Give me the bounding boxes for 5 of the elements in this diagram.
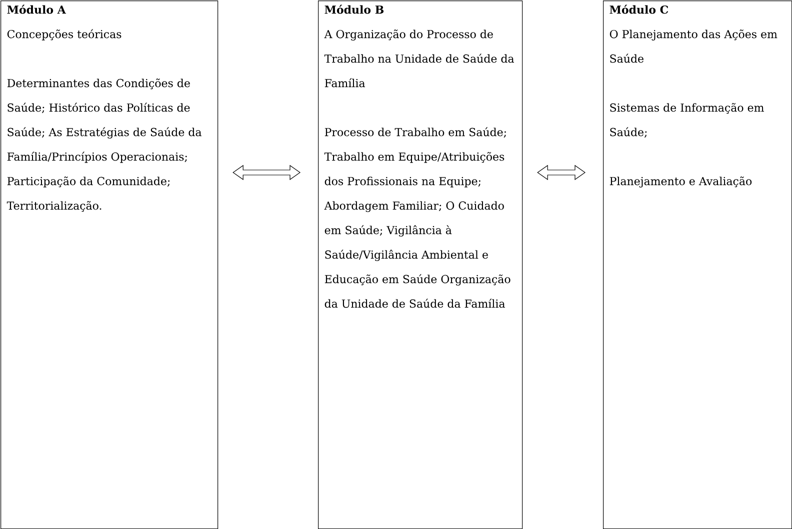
double-arrow: [537, 164, 586, 180]
double-arrow: [232, 164, 301, 180]
module-box: Módulo B A Organização do Processo de Trabalho na Unidade de Saúde da Família Processo de Trabalho em Saúde; Trabalho em Equipe/Atribuições dos Profissionais na Equipe; Abordagem Familiar; O Cuidado em Saúde; Vigilância à Saúde/Vigilância Ambiental e Educação em Saúde Organização da Unidade de Saúde da Família: [318, 0, 523, 529]
module-box: Módulo A Concepções teóricas Determinantes das Condições de Saúde; Histórico das Políticas de Saúde; As Estratégias de Saúde da Família/Princípios Operacionais; Participação da Comunidade; Territorialização.: [0, 0, 218, 529]
module-box: Módulo C O Planejamento das Ações em Saúde Sistemas de Informação em Saúde; Planejamento e Avaliação: [603, 0, 792, 529]
